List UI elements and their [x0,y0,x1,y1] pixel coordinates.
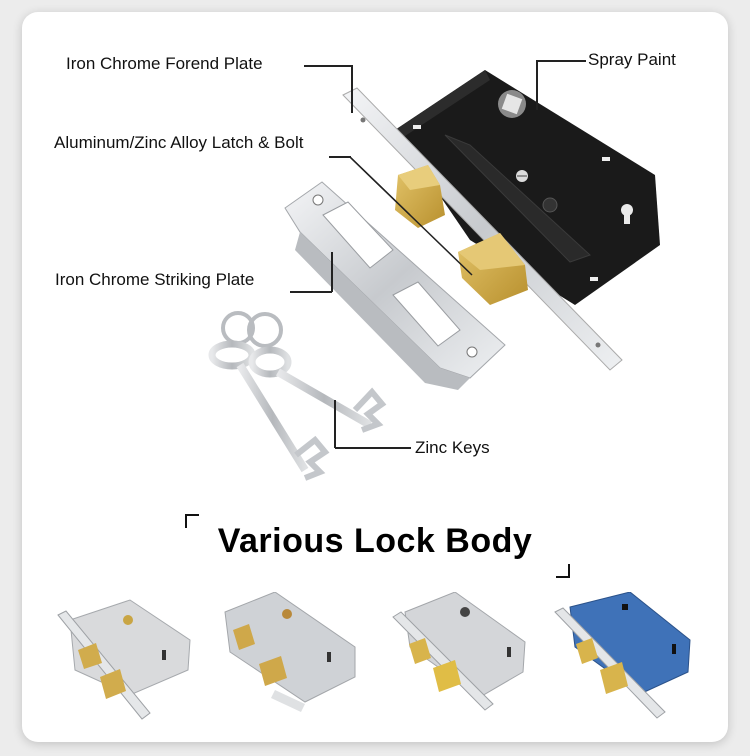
deadbolt-lower [458,233,528,305]
lock-body-black [395,70,660,305]
variant-lock-2 [224,592,356,712]
label-latch-bolt: Aluminum/Zinc Alloy Latch & Bolt [54,133,304,152]
leader-latch-h [329,156,351,158]
leader-forend-h [304,65,352,67]
leader-keys-h [335,447,411,449]
leader-keys-v [334,400,336,448]
leader-spray-v [536,60,538,110]
zinc-keys [208,311,387,481]
leader-striking-h [290,291,332,293]
main-lock-illustration [208,70,660,481]
leader-forend-v [351,65,353,113]
leader-striking-v [331,252,333,292]
label-spray-paint: Spray Paint [588,50,676,69]
title-bracket-top-left [185,514,199,528]
variant-lock-3 [392,592,526,711]
variant-lock-1 [57,599,191,720]
leader-spray-h [536,60,586,62]
label-zinc-keys: Zinc Keys [415,438,490,457]
section-title: Various Lock Body [217,522,533,560]
label-forend-plate: Iron Chrome Forend Plate [66,54,263,73]
striking-plate [284,181,506,390]
variant-lock-4-blue [554,592,691,719]
label-striking-plate: Iron Chrome Striking Plate [55,270,255,289]
leader-latch-diagonals [349,156,473,276]
title-bracket-bottom-right [556,564,570,578]
